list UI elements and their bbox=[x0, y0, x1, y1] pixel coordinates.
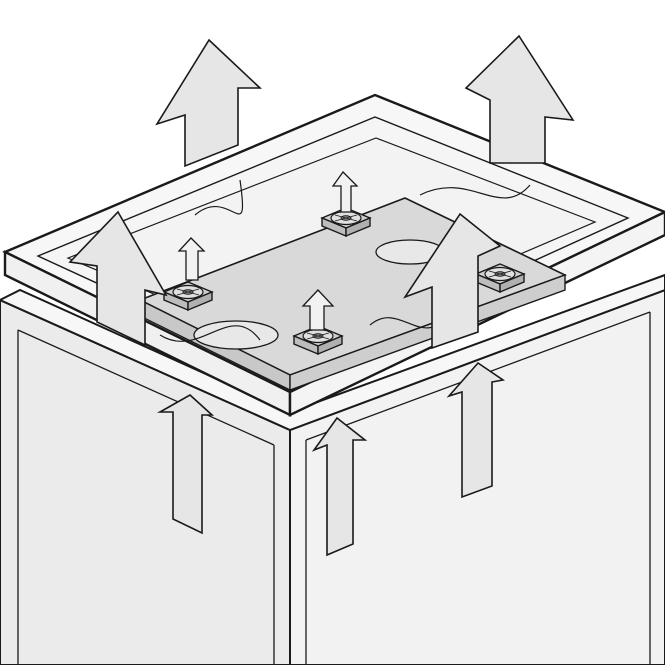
arrow-up-icon bbox=[402, 212, 502, 350]
fan-airflow-arrows bbox=[177, 170, 359, 331]
arrow-up-icon bbox=[464, 34, 575, 164]
arrow-up-icon bbox=[311, 416, 368, 557]
arrow-up-icon bbox=[68, 210, 168, 347]
vent-opening bbox=[193, 320, 279, 350]
arrow-up-icon bbox=[155, 38, 263, 168]
arrow-up-icon bbox=[156, 394, 215, 535]
arrow-up-icon bbox=[331, 170, 359, 213]
exhaust-arrows bbox=[68, 34, 575, 350]
arrow-up-icon bbox=[301, 289, 335, 331]
arrow-up-icon bbox=[446, 361, 506, 499]
arrow-up-icon bbox=[177, 237, 206, 281]
intake-arrows bbox=[156, 361, 506, 557]
